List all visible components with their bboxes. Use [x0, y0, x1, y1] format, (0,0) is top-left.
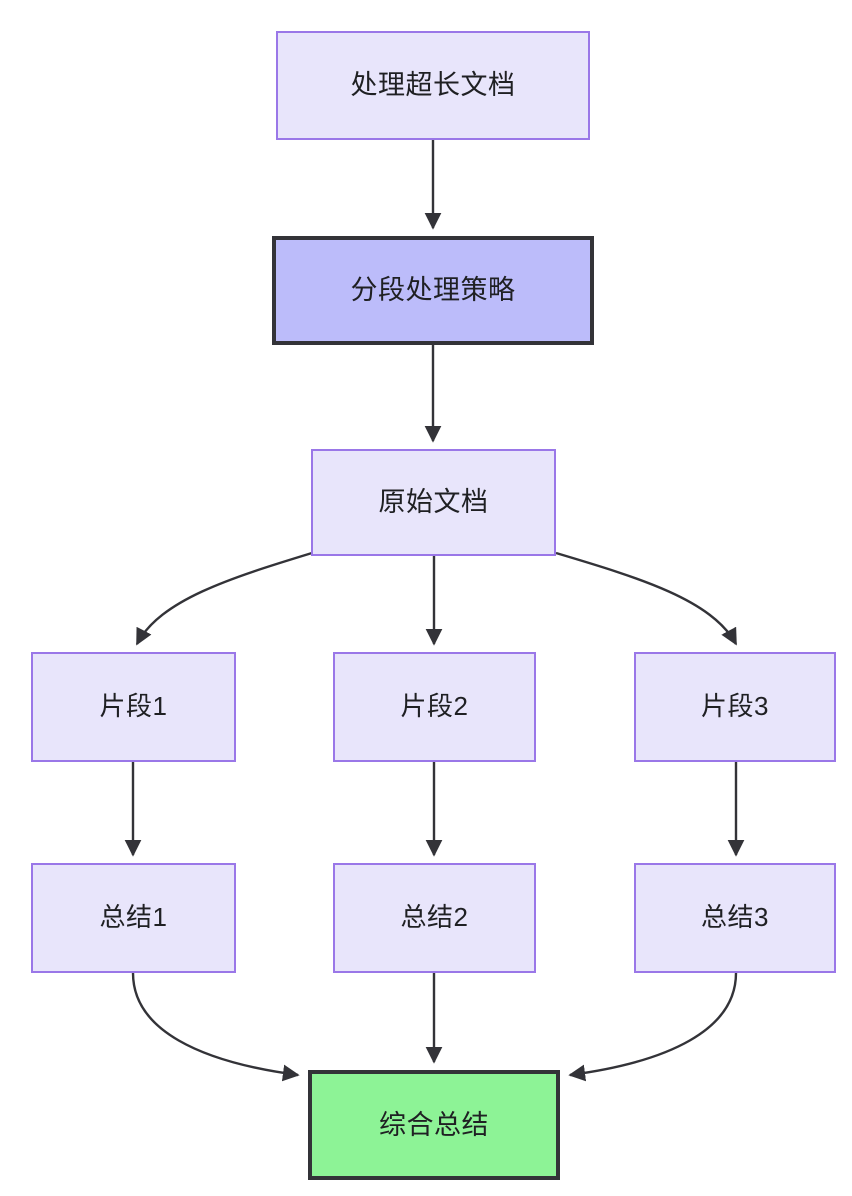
node-source-doc[interactable]: 原始文档 [311, 449, 556, 556]
node-summary-1[interactable]: 总结1 [31, 863, 236, 973]
edge-source-doc-to-fragment-3 [555, 551, 738, 646]
node-summary-2[interactable]: 总结2 [333, 863, 536, 973]
node-label: 分段处理策略 [350, 275, 516, 306]
edge-summary-1-to-final-summary [131, 972, 300, 1082]
node-summary-3[interactable]: 总结3 [634, 863, 836, 973]
node-label: 总结1 [99, 902, 168, 933]
node-chunk-strategy[interactable]: 分段处理策略 [272, 236, 594, 345]
node-label: 总结3 [701, 902, 769, 933]
node-handle-long-doc[interactable]: 处理超长文档 [276, 31, 590, 140]
node-label: 片段3 [701, 691, 769, 722]
node-label: 片段1 [99, 691, 168, 722]
node-fragment-1[interactable]: 片段1 [31, 652, 236, 762]
node-label: 片段2 [400, 691, 469, 722]
node-label: 原始文档 [378, 487, 489, 518]
node-fragment-3[interactable]: 片段3 [634, 652, 836, 762]
edge-summary-3-to-final-summary [568, 972, 738, 1082]
edge-source-doc-to-fragment-1 [135, 551, 313, 646]
node-label: 总结2 [400, 902, 469, 933]
node-label: 综合总结 [379, 1109, 489, 1140]
node-fragment-2[interactable]: 片段2 [333, 652, 536, 762]
node-label: 处理超长文档 [350, 70, 516, 101]
node-final-summary[interactable]: 综合总结 [308, 1070, 560, 1180]
